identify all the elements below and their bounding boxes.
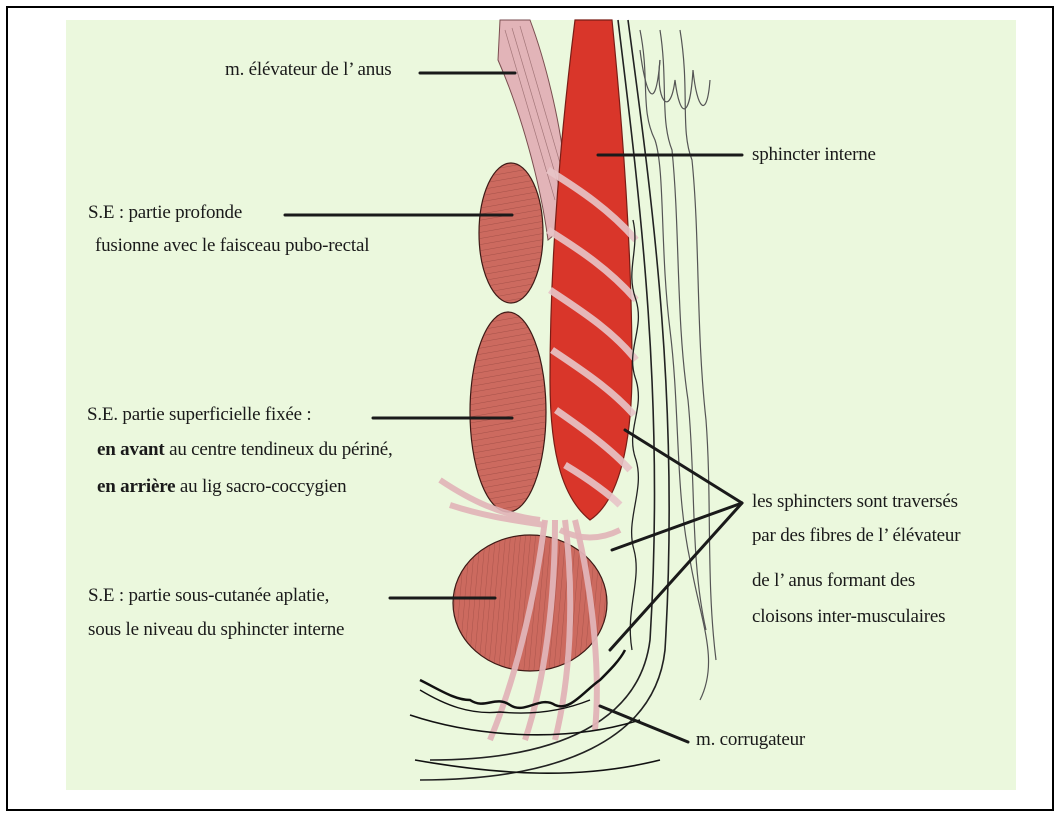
label-subcutaneous-part: S.E : partie sous-cutanée aplatie,: [88, 584, 329, 608]
label-back-desc: au lig sacro-coccygien: [175, 476, 346, 497]
label-fibres-1: les sphincters sont traversés: [752, 490, 958, 514]
label-corrugator: m. corrugateur: [696, 728, 805, 752]
label-deep-part-desc: fusionne avec le faisceau pubo-rectal: [95, 234, 369, 258]
label-front-desc: au centre tendineux du périné,: [165, 439, 393, 460]
label-fibres-3: de l’ anus formant des: [752, 569, 915, 593]
label-superficial-part: S.E. partie superficielle fixée :: [87, 403, 311, 427]
label-deep-part: S.E : partie profonde: [88, 201, 242, 225]
label-levator-ani: m. élévateur de l’ anus: [225, 58, 392, 82]
label-subcutaneous-desc: sous le niveau du sphincter interne: [88, 618, 344, 642]
label-superficial-anterior: en avant au centre tendineux du périné,: [97, 438, 393, 462]
internal-sphincter-muscle: [550, 20, 632, 520]
label-bold-front: en avant: [97, 439, 165, 460]
label-bold-back: en arrière: [97, 476, 175, 497]
label-internal-sphincter: sphincter interne: [752, 143, 876, 167]
label-fibres-4: cloisons inter-musculaires: [752, 605, 945, 629]
label-superficial-posterior: en arrière au lig sacro-coccygien: [97, 475, 346, 499]
label-fibres-2: par des fibres de l’ élévateur: [752, 524, 960, 548]
